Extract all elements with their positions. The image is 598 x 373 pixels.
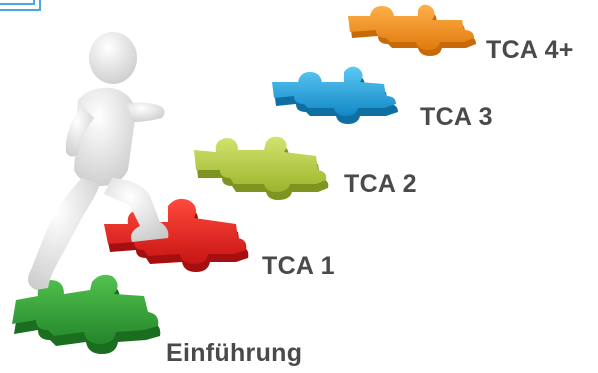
puzzle-piece-tca1 [104,198,249,272]
label-tca1: TCA 1 [262,252,335,280]
label-tca4: TCA 4+ [486,36,574,64]
label-tca2: TCA 2 [344,170,417,198]
walking-figure-icon [28,32,169,290]
corner-frame-icon [0,0,41,11]
label-einfuehrung: Einführung [166,339,303,367]
label-tca3: TCA 3 [420,103,493,131]
puzzle-piece-tca2 [194,136,329,200]
puzzle-piece-intro [12,274,161,354]
puzzle-piece-tca4 [348,4,476,57]
puzzle-piece-tca3 [272,66,398,124]
